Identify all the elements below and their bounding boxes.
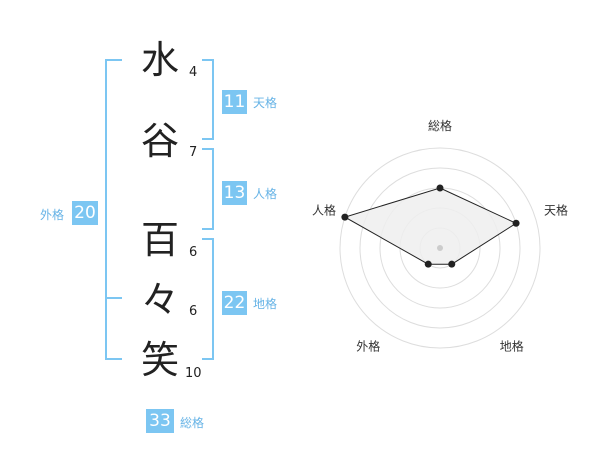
radar-axis-label-3: 地格 (500, 339, 524, 354)
stroke-count-2: 7 (189, 145, 198, 160)
gaikaku-value: 20 (72, 201, 98, 225)
tenkaku-value: 11 (222, 90, 247, 114)
name-char-1: 水 (140, 38, 179, 82)
soukaku-value: 33 (146, 409, 174, 433)
stroke-count-3: 6 (189, 245, 198, 260)
chikaku-label: 地格 (253, 297, 278, 311)
radar-axis-label-2: 天格 (544, 202, 568, 217)
soukaku-label: 総格 (180, 416, 205, 430)
chikaku-value: 22 (222, 291, 247, 315)
radar-point-5 (341, 213, 349, 221)
radar-center-dot (437, 245, 443, 251)
stroke-count-1: 4 (189, 65, 198, 80)
name-char-5: 笑 (140, 338, 179, 382)
radar-point-4 (424, 260, 432, 268)
name-char-4: 々 (140, 278, 179, 322)
stroke-count-5: 10 (185, 366, 202, 381)
radar-ring-5 (339, 147, 541, 349)
radar-point-2 (512, 219, 520, 227)
radar-area (343, 187, 518, 265)
jinkaku-label: 人格 (253, 187, 278, 201)
tenkaku-label: 天格 (253, 96, 278, 110)
radar-axis-label-5: 人格 (312, 202, 336, 217)
radar-ring-4 (359, 167, 521, 329)
jinkaku-value: 13 (222, 181, 247, 205)
radar-axis-label-4: 外格 (356, 339, 380, 354)
radar-axis-label-1: 総格 (428, 118, 452, 133)
name-char-3: 百 (140, 218, 179, 262)
radar-point-1 (436, 184, 444, 192)
stroke-count-4: 6 (189, 304, 198, 319)
name-char-2: 谷 (140, 119, 179, 163)
gaikaku-label: 外格 (40, 208, 65, 222)
radar-point-3 (448, 260, 456, 268)
